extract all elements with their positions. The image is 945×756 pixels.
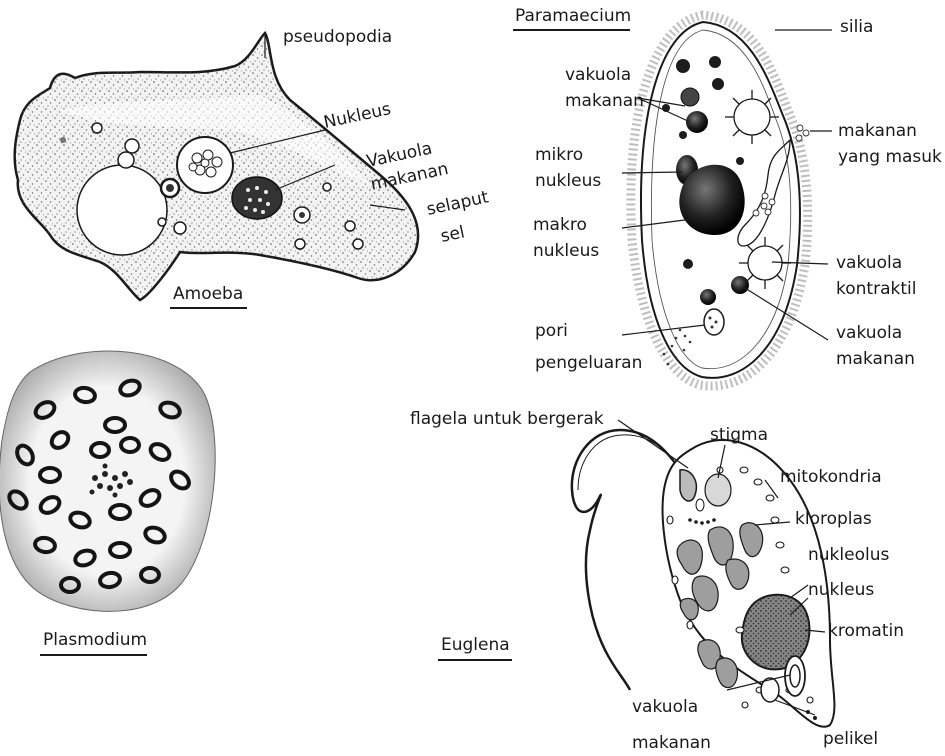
paramaecium-label-silia: silia [840, 17, 873, 37]
paramaecium-label-vakuola-makanan-bottom-2: makanan [836, 349, 915, 369]
euglena-label-vakuola-makanan-1: vakuola [632, 697, 698, 717]
euglena-stigma [705, 474, 731, 506]
euglena-label-kromatin: kromatin [828, 621, 904, 641]
paramaecium-label-vakuola-kontraktil-2: kontraktil [836, 279, 916, 299]
euglena-label-vakuola-makanan-2: makanan [632, 733, 711, 753]
amoeba-figure: pseudopodia Nukleus Vakuola makanan sela… [15, 27, 491, 308]
paramaecium-label-makanan-masuk-1: makanan [838, 121, 917, 141]
paramaecium-label-mikro-nukleus-1: mikro [535, 145, 583, 165]
paramaecium-figure: Paramaecium silia vakuola makanan makana… [513, 6, 942, 386]
amoeba-label-selaput-2: sel [439, 222, 467, 247]
euglena-label-mitokondria: mitokondria [780, 467, 882, 487]
paramaecium-label-pori-pengeluaran-2: pengeluaran [535, 353, 642, 373]
euglena-label-pelikel: pelikel [823, 729, 878, 749]
amoeba-label-pseudopodia: pseudopodia [283, 27, 392, 47]
paramaecium-label-vakuola-makanan-top-1: vakuola [565, 65, 631, 85]
paramaecium-label-vakuola-makanan-bottom-1: vakuola [836, 323, 902, 343]
euglena-label-flagela: flagela untuk bergerak [410, 409, 604, 429]
plasmodium-figure: Plasmodium [0, 351, 215, 655]
paramaecium-label-mikro-nukleus-2: nukleus [535, 171, 601, 191]
amoeba-label-nukleus: Nukleus [322, 99, 393, 133]
amoeba-food-vacuole [232, 177, 282, 219]
amoeba-nucleus [177, 137, 233, 193]
paramaecium-label-makro-nukleus-1: makro [533, 215, 587, 235]
paramaecium-contractile-vacuole-top [725, 90, 779, 144]
euglena-figure: flagela untuk bergerak stigma mitokondri… [410, 409, 904, 753]
euglena-label-nukleolus: nukleolus [808, 545, 889, 565]
amoeba-contractile-vacuole [77, 165, 167, 255]
paramaecium-label-makanan-masuk-2: yang masuk [838, 147, 942, 167]
euglena-label-nukleus: nukleus [808, 580, 874, 600]
paramaecium-label-vakuola-kontraktil-1: vakuola [836, 253, 902, 273]
plasmodium-title: Plasmodium [43, 630, 147, 650]
euglena-title: Euglena [441, 635, 510, 655]
paramaecium-label-makro-nukleus-2: nukleus [533, 241, 599, 261]
euglena-label-kloroplas: kloroplas [795, 509, 872, 529]
paramaecium-label-pori-pengeluaran-1: pori [535, 321, 568, 341]
euglena-label-stigma: stigma [710, 425, 768, 445]
amoeba-label-selaput-1: selaput [425, 187, 491, 220]
paramaecium-title: Paramaecium [515, 6, 631, 26]
paramaecium-label-vakuola-makanan-top-2: makanan [565, 91, 644, 111]
euglena-flagellum [572, 430, 680, 690]
amoeba-title: Amoeba [173, 284, 243, 304]
